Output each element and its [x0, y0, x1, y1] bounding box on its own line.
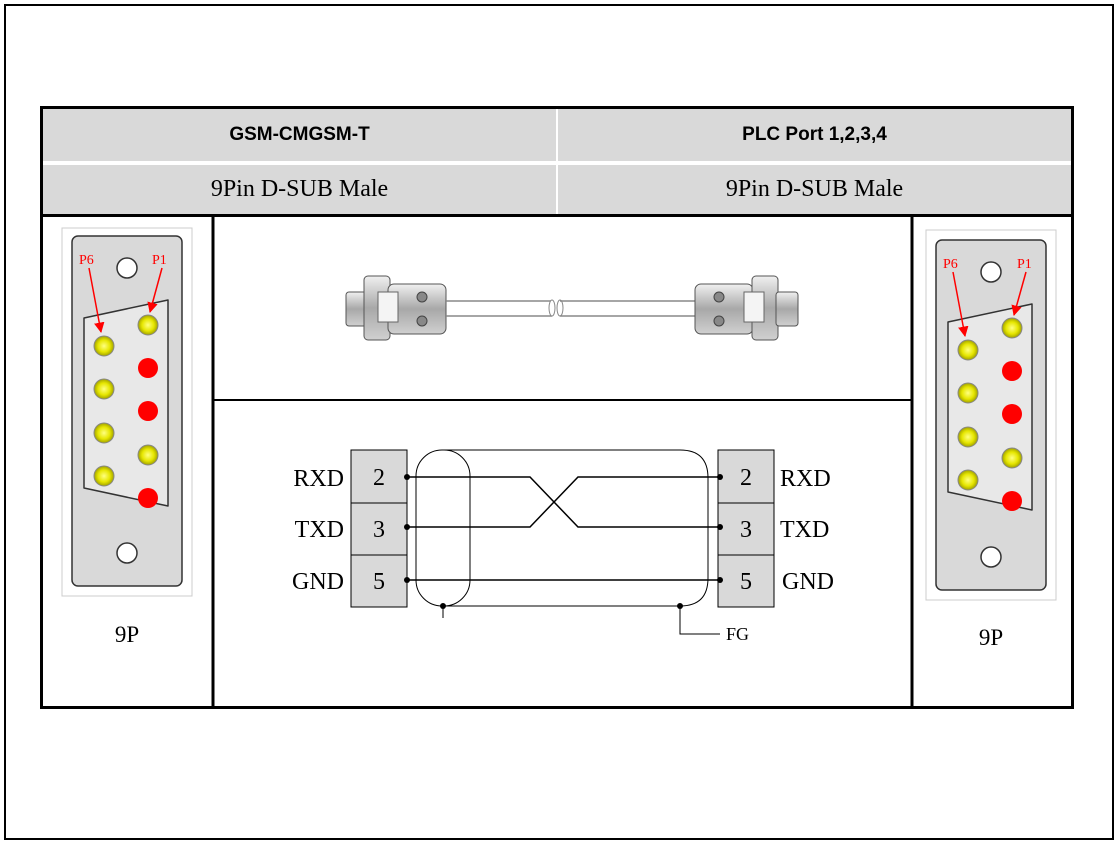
junction-right-txd	[717, 524, 723, 530]
right-pin-5	[1002, 491, 1022, 511]
junction-left-txd	[404, 524, 410, 530]
cable-right-plug-window	[743, 291, 765, 323]
right-pin-box-rxd	[717, 449, 775, 504]
right-signal-txd: TXD	[780, 517, 829, 543]
right-connector-type: 9Pin D-SUB Male	[725, 176, 904, 202]
left-db9-connector: P6 P1 9P	[61, 227, 193, 647]
left-pin-box-gnd	[350, 554, 408, 608]
shield-fg-label: FG	[726, 624, 749, 644]
right-pin-2	[1002, 361, 1022, 381]
shield-fg-lead	[679, 606, 720, 635]
right-p6-label: P6	[943, 257, 958, 272]
right-p1-arrow	[1011, 271, 1027, 317]
left-pin-number-rxd: 2	[373, 465, 385, 491]
right-pin-number-gnd: 5	[740, 569, 752, 595]
cable-left-screw-bottom	[416, 315, 428, 327]
right-connector-caption: 9P	[979, 625, 1003, 650]
junction-left-rxd	[404, 474, 410, 480]
left-pin-5	[138, 488, 158, 508]
left-pin-6	[93, 335, 115, 357]
right-mounting-hole-top	[980, 261, 1002, 283]
cable-break-left	[548, 299, 556, 317]
shield-left-junction	[440, 603, 446, 609]
connector-type-row: 9Pin D-SUB Male 9Pin D-SUB Male	[43, 165, 1071, 217]
left-connector-type: 9Pin D-SUB Male	[43, 165, 558, 214]
right-signal-rxd: RXD	[780, 466, 831, 492]
left-signal-gnd: GND	[292, 569, 344, 595]
junction-right-rxd	[717, 474, 723, 480]
left-pin-9	[93, 465, 115, 487]
left-signal-rxd: RXD	[293, 466, 344, 492]
wire-txd-to-rxd	[407, 476, 720, 528]
left-mounting-hole-bottom	[116, 542, 138, 564]
left-pin-8	[93, 422, 115, 444]
right-pin-number-rxd: 2	[740, 465, 752, 491]
right-pin-number-txd: 3	[740, 517, 752, 543]
right-pin-box-gnd	[717, 554, 775, 608]
left-p1-label: P1	[152, 253, 167, 268]
cable-illustration	[345, 275, 799, 341]
cable-break-right	[556, 299, 564, 317]
left-connector-caption: 9P	[115, 622, 139, 647]
shield-left-end	[415, 449, 471, 607]
right-p1-label: P1	[1017, 257, 1032, 272]
cable-left-screw-top	[416, 291, 428, 303]
wiring-schematic: 2 3 5 2 3 5 RXD TXD GND RXD TXD GND FG	[292, 449, 834, 644]
cable-left-plug-window	[377, 291, 399, 323]
left-mounting-hole-top	[116, 257, 138, 279]
left-pin-7	[93, 378, 115, 400]
left-device-title: GSM-CMGSM-T	[43, 109, 558, 161]
left-pin-3	[138, 401, 158, 421]
cable-right-screw-bottom	[713, 315, 725, 327]
right-pin-9	[957, 469, 979, 491]
right-db9-connector: P6 P1 9P	[925, 229, 1057, 650]
left-p6-arrow	[88, 267, 105, 334]
left-pin-number-txd: 3	[373, 517, 385, 543]
left-pin-1	[137, 314, 159, 336]
junction-left-gnd	[404, 577, 410, 583]
wiring-table: GSM-CMGSM-T PLC Port 1,2,3,4 9Pin D-SUB …	[40, 106, 1074, 709]
cable-right-screw-top	[713, 291, 725, 303]
right-pin-8	[957, 426, 979, 448]
right-pin-4	[1001, 447, 1023, 469]
left-signal-txd: TXD	[295, 517, 344, 543]
right-signal-gnd: GND	[782, 569, 834, 595]
left-p1-arrow	[147, 267, 163, 314]
left-p6-label: P6	[79, 253, 94, 268]
right-pin-3	[1002, 404, 1022, 424]
left-pin-4	[137, 444, 159, 466]
junction-right-gnd	[717, 577, 723, 583]
left-pin-number-gnd: 5	[373, 569, 385, 595]
shield-braid	[443, 449, 709, 607]
right-mounting-hole-bottom	[980, 546, 1002, 568]
right-p6-arrow	[952, 271, 969, 338]
left-pin-2	[138, 358, 158, 378]
right-pin-7	[957, 382, 979, 404]
right-pin-1	[1001, 317, 1023, 339]
right-pin-6	[957, 339, 979, 361]
cable-right-plug-tip	[775, 291, 799, 327]
table-header-row: GSM-CMGSM-T PLC Port 1,2,3,4	[43, 109, 1071, 163]
right-device-title: PLC Port 1,2,3,4	[742, 124, 887, 145]
wire-rxd-to-txd	[407, 476, 720, 528]
